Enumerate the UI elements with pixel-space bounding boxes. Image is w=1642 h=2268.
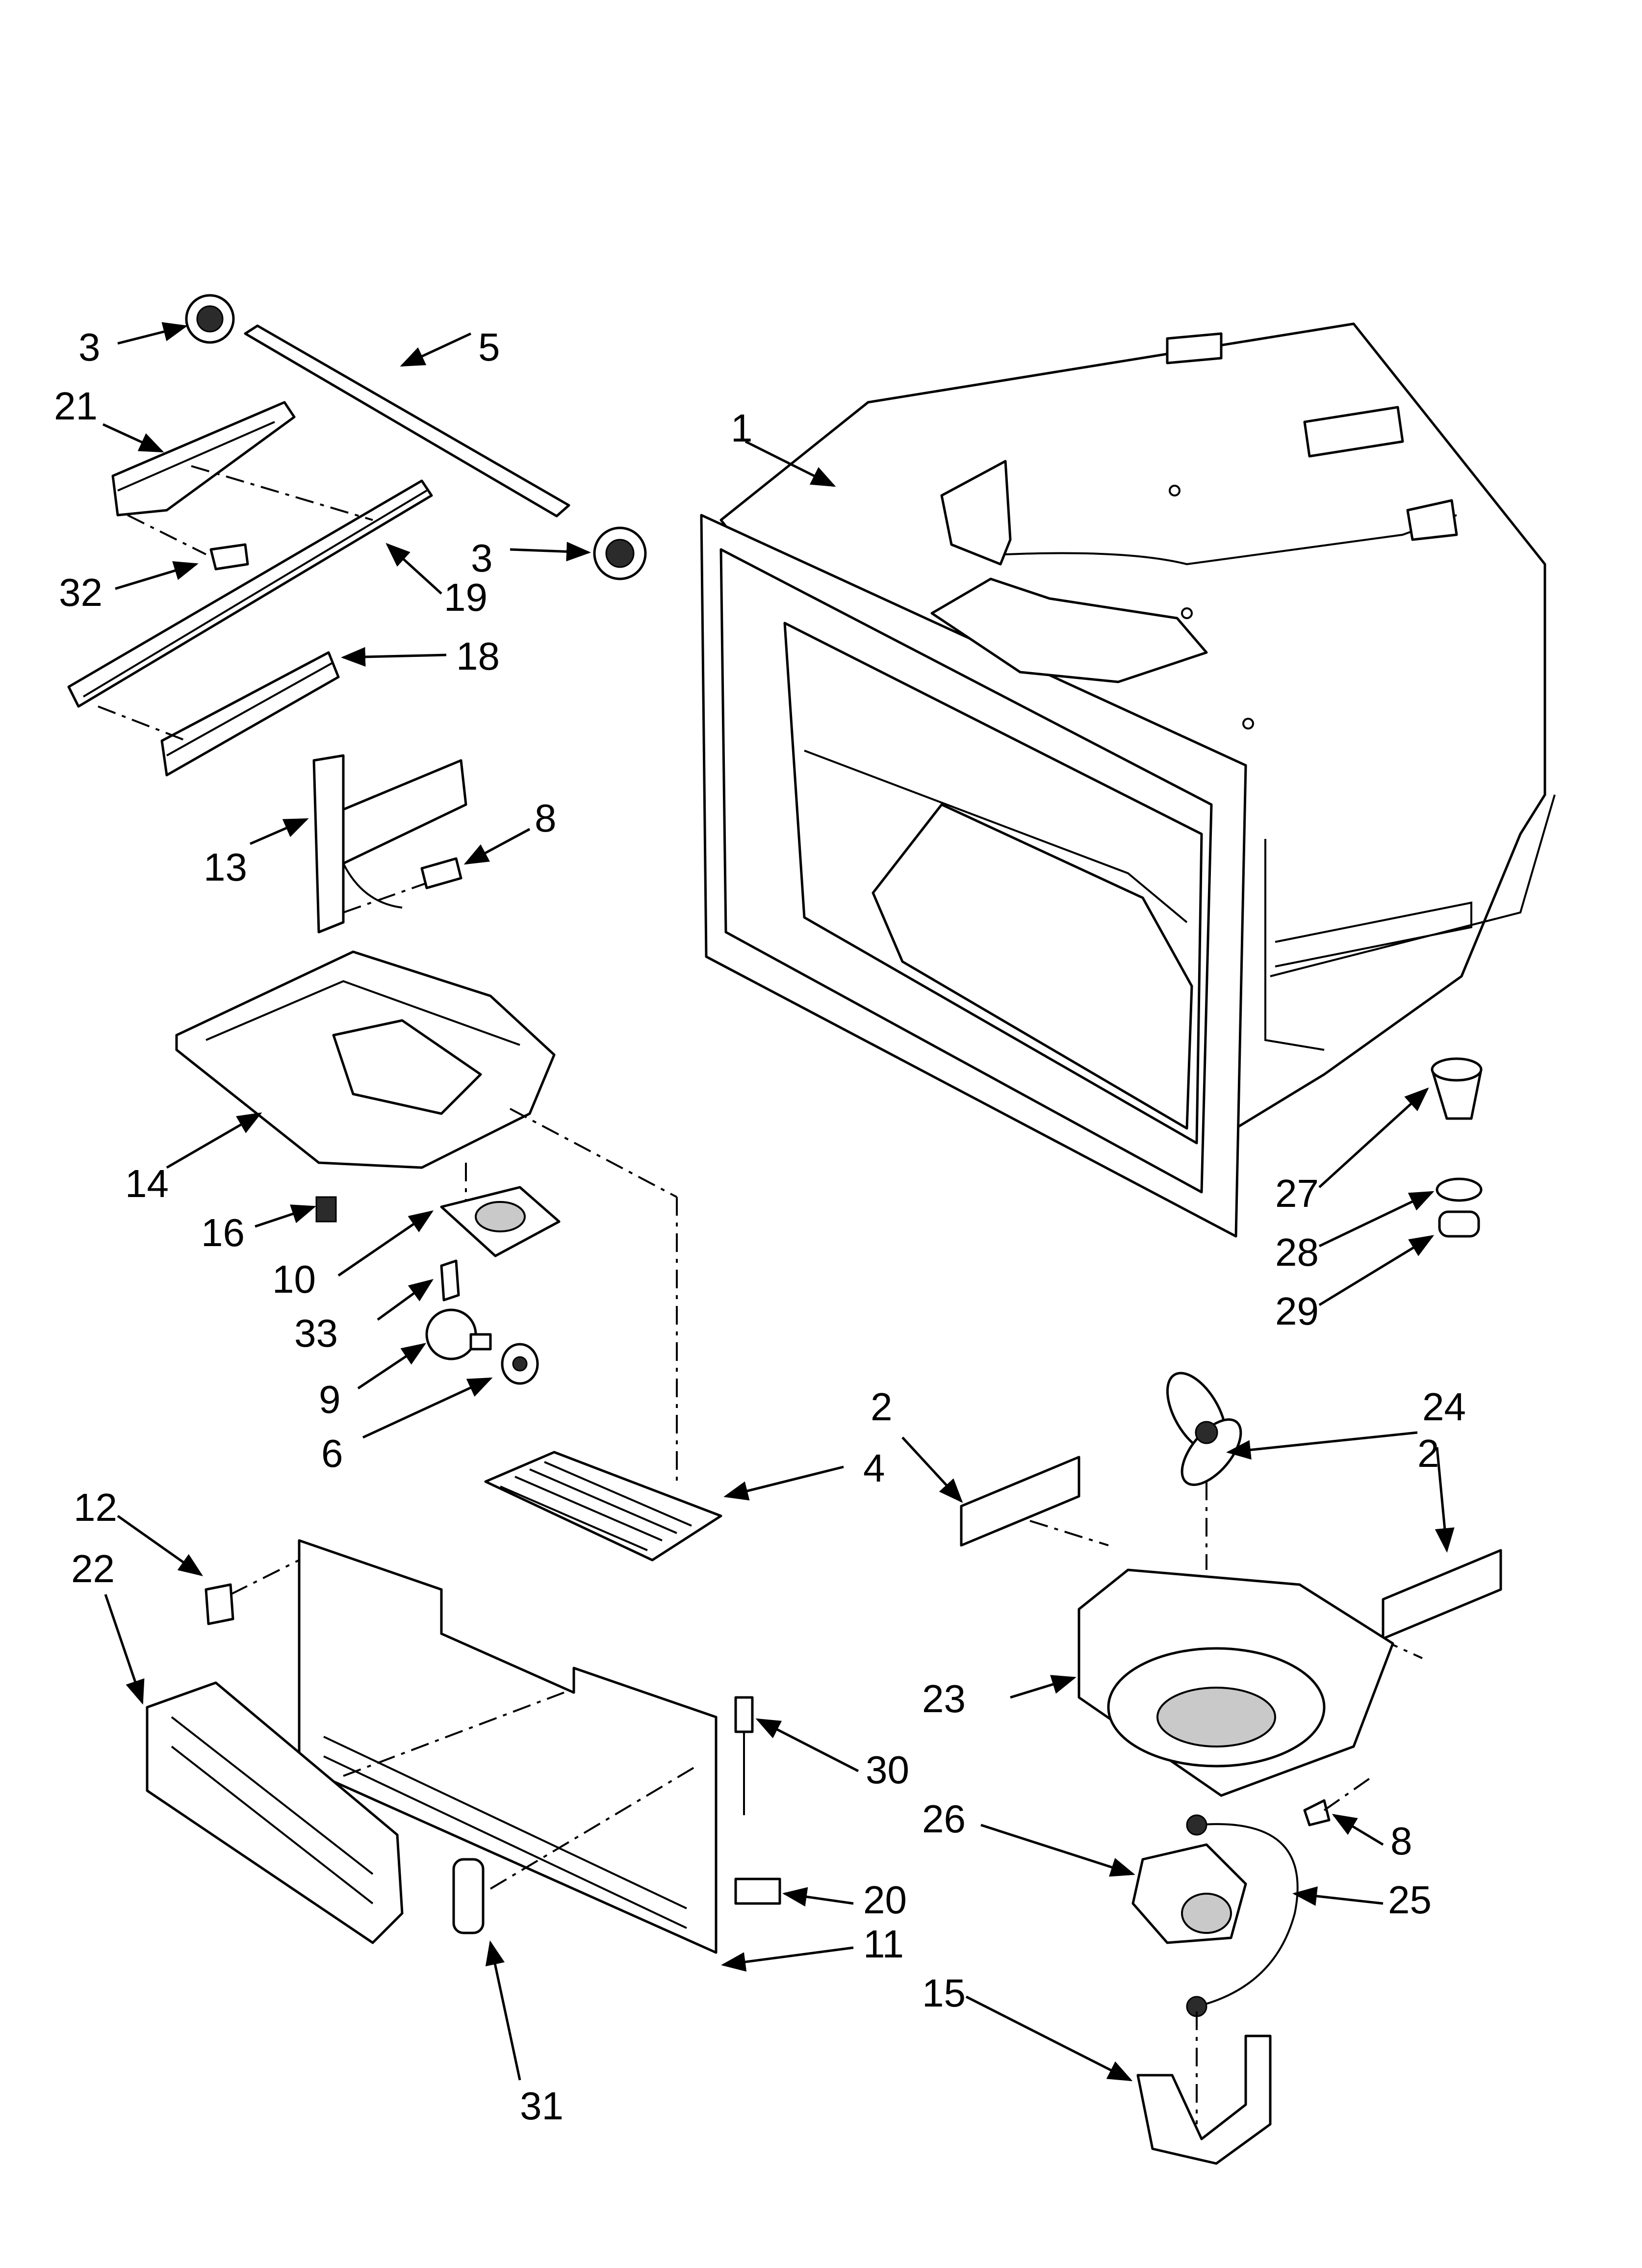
part-cup-27: [1431, 1057, 1483, 1120]
part-screw-8-left: [420, 857, 462, 889]
callout-31: 31: [520, 2084, 564, 2128]
callout-26: 26: [922, 1797, 966, 1841]
callout-8-right: 8: [1390, 1819, 1412, 1863]
part-motor-26: [1131, 1843, 1247, 1944]
callout-27: 27: [1275, 1172, 1319, 1215]
callout-1: 1: [731, 406, 753, 450]
part-socket-6: [501, 1343, 539, 1385]
callout-14: 14: [125, 1162, 169, 1205]
callouts: 3 5 21 1 3 32 19 18 13 8 14 16 10 33 9 6…: [54, 325, 1466, 2128]
callout-5: 5: [478, 325, 500, 369]
callout-22: 22: [71, 1547, 115, 1590]
part-switch-16: [315, 1196, 337, 1223]
callout-4: 4: [863, 1446, 885, 1490]
callout-28: 28: [1275, 1230, 1319, 1274]
part-bulb-9: [425, 1308, 492, 1360]
callout-3-top: 3: [78, 325, 101, 369]
part-screw-12: [205, 1583, 234, 1625]
part-lower-rail: [160, 651, 340, 777]
part-shaft: [244, 324, 570, 518]
part-foam-2-right: [1382, 1549, 1502, 1640]
callout-3-right: 3: [471, 536, 493, 580]
callout-2-left: 2: [871, 1385, 893, 1429]
part-clip-31: [452, 1858, 485, 1934]
callout-20: 20: [863, 1878, 907, 1922]
callout-29: 29: [1275, 1289, 1319, 1333]
part-screw-33: [440, 1259, 460, 1302]
callout-30: 30: [866, 1748, 909, 1792]
part-gear-top: [185, 294, 235, 344]
part-housing-14: [175, 950, 556, 1169]
part-panel-11: [298, 1539, 718, 1954]
part-screw-32: [209, 543, 249, 571]
callout-25: 25: [1388, 1878, 1432, 1922]
callout-21: 21: [54, 384, 98, 428]
part-gear-right: [593, 526, 647, 580]
callout-16: 16: [201, 1211, 245, 1254]
callout-8-left: 8: [535, 796, 557, 840]
callout-24: 24: [1422, 1385, 1466, 1429]
part-lens-10: [440, 1186, 561, 1257]
callout-33: 33: [294, 1311, 338, 1355]
part-screw-8-right: [1303, 1799, 1331, 1826]
callout-23: 23: [922, 1677, 966, 1721]
callout-12: 12: [74, 1486, 117, 1529]
callout-15: 15: [922, 1971, 966, 2015]
part-grille-22: [146, 1681, 404, 1944]
callout-19: 19: [444, 575, 487, 619]
callout-6: 6: [321, 1432, 343, 1475]
part-thermistor-30: [734, 1696, 754, 1815]
part-seal-20: [734, 1877, 781, 1905]
part-fan-blade-24: [1166, 1372, 1242, 1486]
leader-lines: [102, 322, 1455, 2082]
part-foam-2-left: [960, 1456, 1080, 1547]
callout-11: 11: [863, 1922, 904, 1966]
part-bracket-13: [312, 754, 467, 934]
part-ring-28: [1436, 1177, 1483, 1202]
part-rail-bracket: [111, 401, 296, 517]
part-bracket-15: [1136, 2034, 1272, 2165]
part-freezer-bin: [700, 322, 1556, 1238]
part-wire-25: [1186, 1814, 1299, 2017]
callout-2-right: 2: [1417, 1432, 1439, 1475]
part-slide-rail: [67, 479, 433, 708]
part-plug-29: [1438, 1210, 1480, 1238]
part-fan-shroud-23: [1078, 1568, 1394, 1797]
callout-9: 9: [319, 1378, 341, 1421]
callout-10: 10: [272, 1257, 316, 1301]
callout-18: 18: [456, 634, 500, 678]
callout-32: 32: [59, 571, 103, 614]
callout-13: 13: [204, 845, 247, 889]
part-grille-4: [484, 1451, 722, 1562]
